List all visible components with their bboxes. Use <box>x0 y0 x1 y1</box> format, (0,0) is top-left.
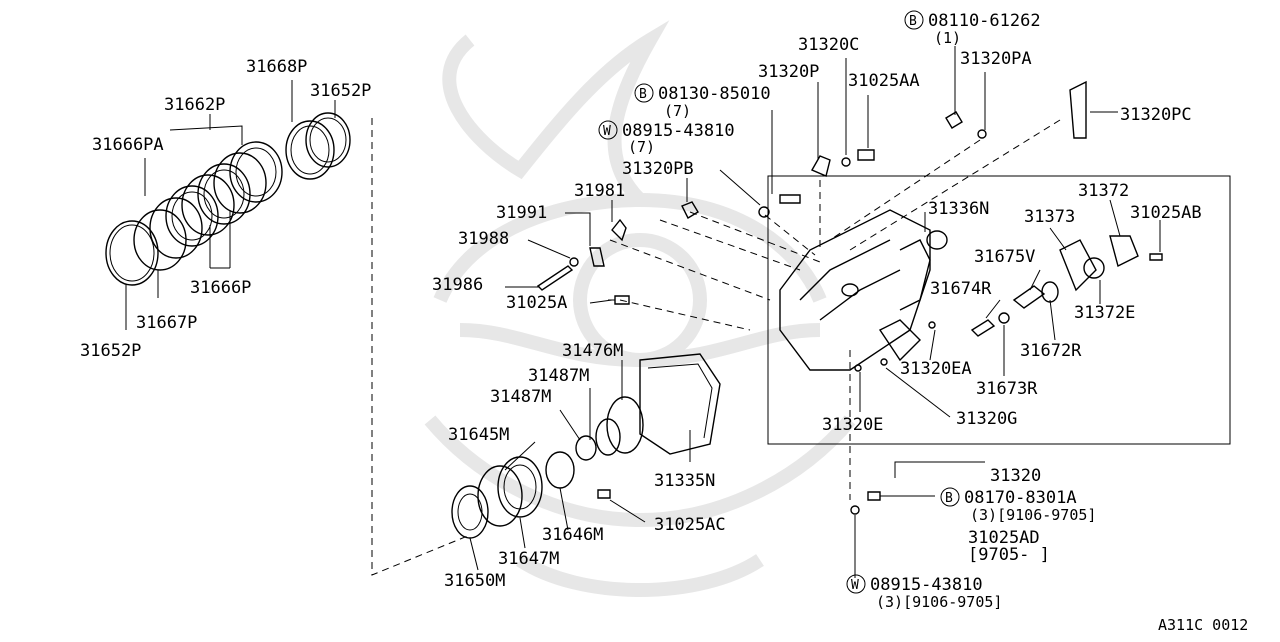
housing-assembly-box <box>767 175 1231 445</box>
dashed-alignment-lines <box>609 119 1061 500</box>
label-31666PA: 31666PA <box>92 135 164 155</box>
label-31662P: 31662P <box>164 95 225 115</box>
fastener-letter: W <box>851 578 859 593</box>
clutch-plates-31662P <box>133 141 283 271</box>
label-31650M: 31650M <box>444 571 505 591</box>
label-31668P: 31668P <box>246 57 307 77</box>
housing-leaders <box>859 199 1161 418</box>
lower-bolts <box>850 461 985 578</box>
fastener-letter: B <box>945 491 953 506</box>
fastener-qty: (7) <box>628 138 655 156</box>
label-31373: 31373 <box>1024 207 1075 227</box>
label-31991: 31991 <box>496 203 547 223</box>
circled-letter-icon <box>940 487 960 507</box>
fastener-letter: B <box>639 87 647 102</box>
label-31487M-b: 31487M <box>490 387 551 407</box>
label-31652P-top: 31652P <box>310 81 371 101</box>
label-31372: 31372 <box>1078 181 1129 201</box>
fastener-b-08110: B 08110-61262 (1) <box>904 10 1041 47</box>
label-31025AD-range: [9705- ] <box>968 545 1050 565</box>
label-31320E: 31320E <box>822 415 883 435</box>
label-31646M: 31646M <box>542 525 603 545</box>
clutch-pack-leaders <box>125 80 336 330</box>
fastener-w-08915-bottom: W 08915-43810 (3)[9106-9705] <box>846 574 1002 611</box>
fastener-qty: (1) <box>934 29 961 47</box>
clutch-pack-axis-dashed <box>371 118 471 576</box>
fastener-number: 08915-43810 <box>870 575 983 595</box>
circled-letter-icon <box>634 83 654 103</box>
fastener-qty: (7) <box>664 102 691 120</box>
label-31487M-a: 31487M <box>528 366 589 386</box>
fastener-b-08130: B 08130-85010 (7) <box>634 83 771 120</box>
label-31320G: 31320G <box>956 409 1017 429</box>
label-31672R: 31672R <box>1020 341 1082 361</box>
label-31320EA: 31320EA <box>900 359 972 379</box>
label-31025AB: 31025AB <box>1130 203 1202 223</box>
diagram-code: A311C 0012 <box>1158 616 1248 634</box>
fastener-qty: (3)[9106-9705] <box>970 506 1096 524</box>
fastener-b-08170: B 08170-8301A (3)[9106-9705] <box>940 487 1096 524</box>
part-labels: 31668P 31652P 31662P 31666PA 31666P 3166… <box>80 35 1202 591</box>
label-31335N: 31335N <box>654 471 715 491</box>
label-31674R: 31674R <box>930 279 992 299</box>
detent-leaders <box>505 46 1118 304</box>
label-31652P-bottom: 31652P <box>80 341 141 361</box>
label-31320P: 31320P <box>758 62 819 82</box>
extension-housing-31320 <box>779 209 948 372</box>
fastener-qty: (3)[9106-9705] <box>876 593 1002 611</box>
label-31372E: 31372E <box>1074 303 1135 323</box>
fastener-w-08915-top: W 08915-43810 (7) <box>598 120 735 156</box>
fastener-number: 08130-85010 <box>658 84 771 104</box>
fastener-number: 08110-61262 <box>928 11 1041 31</box>
circled-letter-icon <box>598 120 618 140</box>
speedometer-parts <box>970 235 1163 337</box>
label-31675V: 31675V <box>974 247 1035 267</box>
label-31666P: 31666P <box>190 278 251 298</box>
label-31647M: 31647M <box>498 549 559 569</box>
fastener-number: 08170-8301A <box>964 488 1077 508</box>
fastener-letter: W <box>603 124 611 139</box>
label-31320PA: 31320PA <box>960 49 1032 69</box>
label-31476M: 31476M <box>562 341 623 361</box>
pump-leaders <box>469 360 691 571</box>
circled-letter-icon <box>846 574 866 594</box>
label-31025A: 31025A <box>506 293 567 313</box>
label-31320C: 31320C <box>798 35 859 55</box>
label-31645M: 31645M <box>448 425 509 445</box>
label-31986: 31986 <box>432 275 483 295</box>
label-31667P: 31667P <box>136 313 197 333</box>
label-31025AA: 31025AA <box>848 71 920 91</box>
circled-letter-icon <box>904 10 924 30</box>
fastener-letter: B <box>909 14 917 29</box>
snap-ring-31652P-lower <box>105 220 159 286</box>
detent-parts <box>536 80 1087 305</box>
label-31025AC: 31025AC <box>654 515 726 535</box>
label-31320: 31320 <box>990 466 1041 486</box>
clutch-pack-31668P-31652P <box>285 112 351 180</box>
label-31025AD: 31025AD <box>968 528 1040 548</box>
fastener-number: 08915-43810 <box>622 121 735 141</box>
label-31673R: 31673R <box>976 379 1038 399</box>
label-31320PC: 31320PC <box>1120 105 1192 125</box>
label-31336N: 31336N <box>928 199 989 219</box>
label-31988: 31988 <box>458 229 509 249</box>
label-31320PB: 31320PB <box>622 159 694 179</box>
label-31981: 31981 <box>574 181 625 201</box>
